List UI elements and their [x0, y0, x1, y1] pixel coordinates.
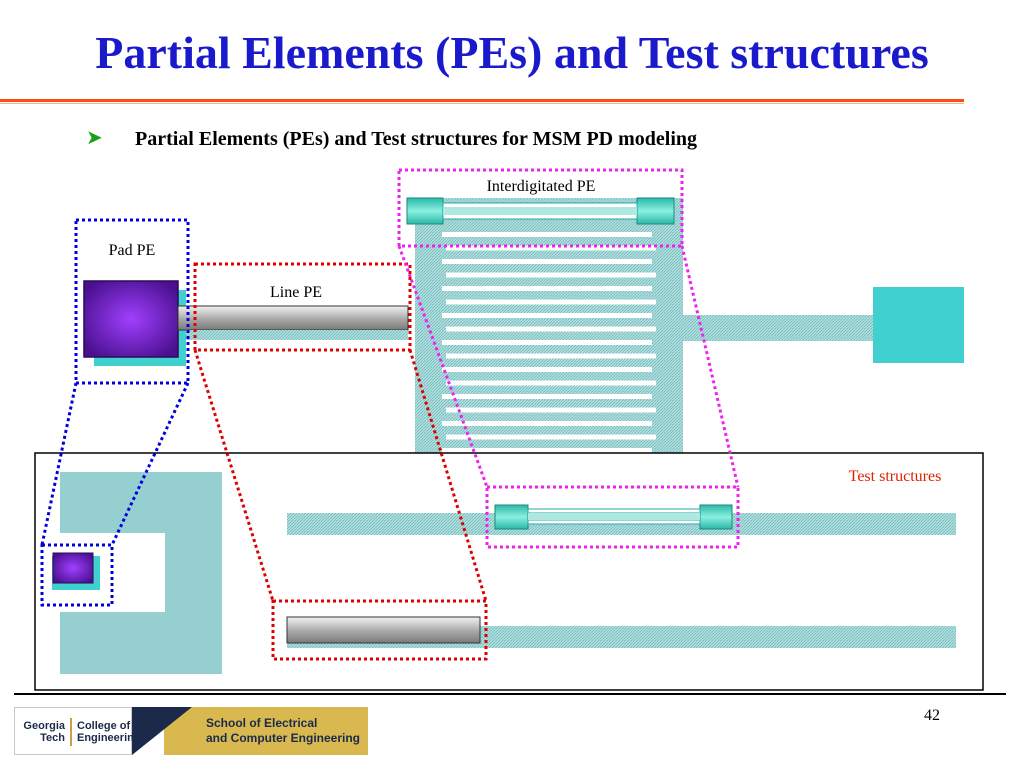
finger-gap [446, 245, 656, 251]
finger-gap [442, 259, 652, 264]
ece-banner: School of Electrical and Computer Engine… [164, 707, 368, 755]
test-interdigitated-structure [287, 504, 956, 535]
logo-divider [70, 718, 72, 746]
test-line-structure [286, 616, 956, 648]
line-pe-element [177, 305, 409, 340]
logo-ece-line1: School of Electrical [206, 716, 318, 730]
line-pe-outline [193, 262, 412, 352]
label-pad: Pad PE [109, 242, 156, 259]
pad-pe-outline [74, 218, 190, 385]
finger-gap [442, 313, 652, 318]
finger-gap [442, 286, 652, 291]
finger-gap [442, 367, 652, 372]
output-line [683, 315, 873, 341]
finger-gap [442, 421, 652, 426]
logo-ece-line2: and Computer Engineering [206, 731, 361, 745]
red-connectors [193, 349, 488, 602]
bullet-arrow-icon: ➤ [86, 127, 103, 149]
page-number: 42 [924, 707, 940, 724]
finger-gap [446, 407, 656, 413]
interdigitated-pe-element [406, 197, 675, 225]
test-pad-structure [52, 472, 222, 674]
label-interdigitated: Interdigitated PE [487, 178, 596, 195]
finger-gaps [442, 232, 656, 453]
logo-tech-text: Tech [40, 732, 65, 745]
finger-gap [446, 326, 656, 332]
institution-logo: Georgia Tech College of Engineering Scho… [14, 707, 368, 755]
bullet-text: Partial Elements (PEs) and Test structur… [135, 128, 698, 150]
logo-wedge [132, 707, 192, 755]
title-rule-shadow [0, 103, 964, 104]
slide-title: Partial Elements (PEs) and Test structur… [95, 27, 929, 78]
logo-georgia-text: Georgia [23, 720, 65, 732]
pe-diagram: Interdigitated PE Pad PE Line PE Test st… [34, 168, 984, 691]
test-line-outline [271, 599, 488, 661]
test-pad-outline [40, 543, 114, 607]
interdigitated-pe-outline [397, 168, 684, 248]
magenta-connectors [397, 245, 740, 488]
title-rule [0, 99, 964, 102]
footer-rule [14, 693, 1006, 695]
label-test-structures: Test structures [849, 468, 942, 485]
finger-gap [442, 232, 652, 237]
finger-gap [446, 380, 656, 386]
finger-gap [442, 448, 652, 453]
interdigitated-structure [415, 198, 964, 456]
right-pad [873, 287, 964, 363]
finger-gap [442, 340, 652, 345]
logo-engineering-text: Engineering [77, 732, 141, 745]
label-line: Line PE [270, 284, 322, 301]
pad-metal [83, 280, 179, 358]
georgia-tech-logo: Georgia Tech College of Engineering [14, 707, 141, 755]
finger-gap [446, 299, 656, 305]
pad-pe-element [83, 280, 186, 366]
finger-gap [442, 394, 652, 399]
logo-college-text: College of [77, 720, 131, 732]
finger-gap [446, 434, 656, 440]
finger-gap [446, 272, 656, 278]
finger-gap [446, 353, 656, 359]
